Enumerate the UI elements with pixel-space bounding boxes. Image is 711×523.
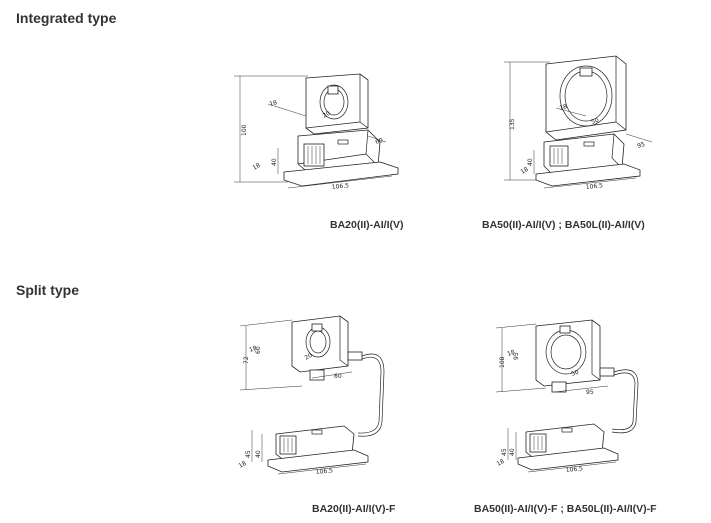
dim-a: 18 bbox=[269, 99, 278, 108]
drawing-ba20-integrated: 100 18 20 60 40 18 106.5 bbox=[228, 64, 408, 194]
dimension-drawing: 72 60 18 20 60 45 40 18 106.5 bbox=[238, 315, 385, 476]
drawing-ba20-split: 72 60 18 20 60 45 40 18 106.5 bbox=[232, 312, 407, 482]
dim-height: 72 bbox=[243, 356, 250, 364]
dim-length: 106.5 bbox=[585, 182, 603, 191]
dim-length: 106.5 bbox=[331, 182, 349, 191]
dim-base2: 45 bbox=[501, 448, 508, 456]
dim-base: 40 bbox=[509, 448, 516, 456]
dim-hole: 50 bbox=[570, 369, 580, 378]
dim-length: 106.5 bbox=[315, 467, 333, 476]
dim-b: 18 bbox=[238, 460, 248, 470]
dim-height: 135 bbox=[509, 118, 516, 130]
dimension-drawing: 108 95 18 50 95 45 40 18 106.5 bbox=[496, 319, 639, 474]
caption-ba20-split: BA20(II)-AI/I(V)-F bbox=[312, 503, 396, 515]
dim-base2: 45 bbox=[245, 450, 252, 458]
dimension-drawing: 100 18 20 60 40 18 106.5 bbox=[234, 73, 399, 191]
dim-inner: 60 bbox=[255, 346, 262, 354]
dim-a: 18 bbox=[506, 349, 516, 358]
dim-depth: 95 bbox=[586, 389, 594, 396]
drawing-ba50-integrated: 135 18 50 95 40 18 106.5 bbox=[500, 50, 672, 195]
dimension-drawing: 135 18 50 95 40 18 106.5 bbox=[504, 55, 653, 191]
section-title-integrated: Integrated type bbox=[16, 10, 117, 26]
dim-depth: 60 bbox=[374, 137, 384, 146]
dim-length: 106.5 bbox=[565, 465, 583, 474]
drawing-ba50-split: 108 95 18 50 95 45 40 18 106.5 bbox=[496, 318, 666, 478]
dim-base: 40 bbox=[527, 158, 534, 166]
dim-hole: 20 bbox=[322, 110, 332, 120]
dim-height: 108 bbox=[499, 356, 506, 368]
dim-depth: 60 bbox=[334, 373, 342, 380]
dim-hole: 20 bbox=[304, 352, 314, 362]
dim-base: 40 bbox=[271, 158, 278, 166]
dim-inner: 95 bbox=[513, 352, 520, 360]
dim-a: 18 bbox=[559, 103, 568, 112]
caption-ba50-integrated: BA50(II)-AI/I(V) ; BA50L(II)-AI/I(V) bbox=[482, 219, 645, 231]
dim-depth: 95 bbox=[636, 141, 646, 150]
dim-a: 18 bbox=[248, 345, 258, 354]
section-title-split: Split type bbox=[16, 282, 80, 298]
caption-ba20-integrated: BA20(II)-AI/I(V) bbox=[330, 219, 404, 231]
dim-b: 18 bbox=[520, 166, 530, 176]
dim-b: 18 bbox=[496, 458, 506, 468]
dim-base: 40 bbox=[255, 450, 262, 458]
dim-height: 100 bbox=[241, 124, 248, 136]
dim-b: 18 bbox=[252, 162, 262, 172]
dim-hole: 50 bbox=[590, 117, 600, 126]
caption-ba50-split: BA50(II)-AI/I(V)-F ; BA50L(II)-AI/I(V)-F bbox=[474, 503, 657, 515]
